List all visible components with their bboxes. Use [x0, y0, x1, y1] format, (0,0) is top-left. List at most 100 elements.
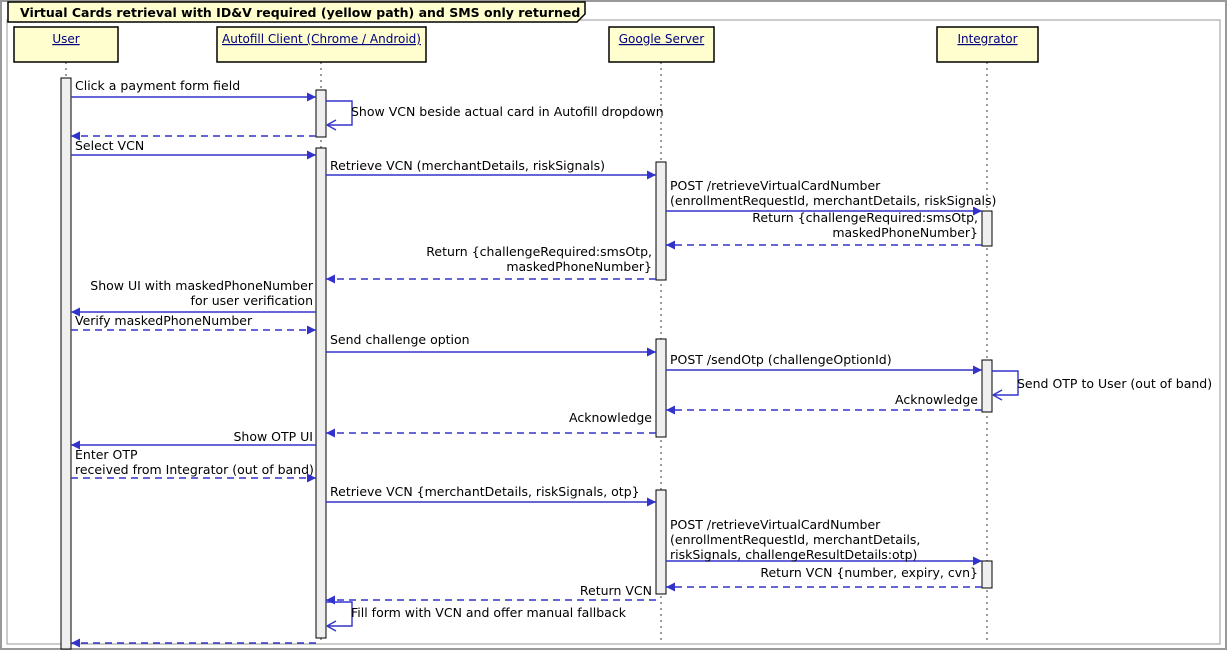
arrow-head	[973, 365, 982, 375]
message-label: Verify maskedPhoneNumber	[75, 313, 253, 328]
message-label: Send challenge option	[330, 332, 470, 347]
activation-bar-google	[655, 161, 667, 281]
message-label: Retrieve VCN (merchantDetails, riskSigna…	[330, 158, 605, 173]
arrow-head	[326, 274, 335, 284]
participant-label: Google Server	[619, 32, 705, 46]
participant-integrator[interactable]: Integrator	[936, 26, 1039, 63]
diagram-inner-frame	[6, 19, 1221, 645]
message-label: Return {challengeRequired:smsOtp,	[426, 244, 652, 259]
participant-label: Autofill Client (Chrome / Android)	[222, 32, 421, 46]
arrow-head-open	[326, 119, 337, 131]
participant-box[interactable]	[936, 26, 1039, 63]
message-m8: Return {challengeRequired:smsOtp,maskedP…	[326, 244, 656, 284]
message-m19: POST /retrieveVirtualCardNumber(enrollme…	[666, 517, 982, 566]
message-label: Show VCN beside actual card in Autofill …	[351, 104, 664, 119]
message-m23	[71, 638, 316, 648]
arrow-head	[647, 497, 656, 507]
message-m12: POST /sendOtp (challengeOptionId)	[666, 352, 982, 375]
activation-bar-integrator	[981, 560, 993, 589]
message-m6: POST /retrieveVirtualCardNumber(enrollme…	[666, 178, 996, 216]
message-m1: Click a payment form field	[71, 78, 316, 102]
message-label: POST /retrieveVirtualCardNumber	[670, 517, 881, 532]
arrow-head	[326, 428, 335, 438]
participant-user[interactable]: User	[13, 26, 119, 63]
message-m5: Retrieve VCN (merchantDetails, riskSigna…	[326, 158, 656, 180]
message-label: (enrollmentRequestId, merchantDetails,	[670, 532, 920, 547]
message-label: Show OTP UI	[233, 429, 313, 444]
participant-box[interactable]	[216, 26, 427, 63]
message-label: maskedPhoneNumber}	[832, 225, 978, 240]
message-m20: Return VCN {number, expiry, cvn}	[666, 565, 982, 592]
message-label: (enrollmentRequestId, merchantDetails, r…	[670, 193, 996, 208]
arrow-head-open	[992, 389, 1003, 401]
message-label: for user verification	[191, 293, 313, 308]
participant-autofill[interactable]: Autofill Client (Chrome / Android)	[216, 26, 427, 63]
participants-layer: User Autofill Client (Chrome / Android) Go…	[13, 26, 1039, 63]
message-label: Select VCN	[75, 138, 144, 153]
diagram-title-tab: Virtual Cards retrieval with ID&V requir…	[7, 1, 586, 23]
message-label: Send OTP to User (out of band)	[1017, 376, 1212, 391]
message-label: Acknowledge	[895, 392, 978, 407]
message-label: Retrieve VCN {merchantDetails, riskSigna…	[330, 484, 640, 499]
message-label: Click a payment form field	[75, 78, 240, 93]
diagram-title: Virtual Cards retrieval with ID&V requir…	[20, 5, 580, 20]
message-m11: Send challenge option	[326, 332, 656, 357]
arrow-head	[307, 92, 316, 102]
arrow-head	[71, 440, 80, 450]
activation-bar-integrator	[981, 210, 993, 247]
participant-box[interactable]	[13, 26, 119, 63]
activation-bar-google	[655, 338, 667, 438]
arrow-head	[71, 131, 80, 141]
message-label: Return VCN {number, expiry, cvn}	[760, 565, 978, 580]
message-m4	[71, 150, 316, 160]
message-m22: Fill form with VCN and offer manual fall…	[326, 601, 627, 632]
message-label: Enter OTP	[75, 447, 138, 462]
participant-label: User	[52, 32, 79, 46]
activation-bar-user	[60, 77, 72, 650]
self-message-line	[992, 370, 1019, 396]
message-m16: Show OTP UI	[71, 429, 316, 450]
self-message-line	[326, 100, 353, 126]
message-m10: Verify maskedPhoneNumber	[71, 313, 316, 335]
self-message-line	[326, 601, 353, 627]
arrow-head	[647, 347, 656, 357]
arrow-head-open	[326, 620, 337, 632]
message-label: maskedPhoneNumber}	[506, 259, 652, 274]
message-label: POST /retrieveVirtualCardNumber	[670, 178, 881, 193]
message-label: Acknowledge	[569, 410, 652, 425]
arrow-head	[666, 582, 675, 592]
arrow-head	[666, 405, 675, 415]
participant-label: Integrator	[957, 32, 1017, 46]
message-m3: Select VCN	[71, 131, 316, 153]
arrow-head	[307, 325, 316, 335]
message-m15: Acknowledge	[326, 410, 656, 438]
message-m13: Send OTP to User (out of band)	[992, 370, 1212, 401]
arrow-head	[666, 240, 675, 250]
activation-bar-autofill	[315, 89, 327, 138]
message-m2: Show VCN beside actual card in Autofill …	[326, 100, 664, 131]
message-label: riskSignals, challengeResultDetails:otp)	[670, 547, 917, 562]
message-label: Return VCN	[580, 583, 652, 598]
arrow-head	[973, 206, 982, 216]
activation-bar-integrator	[981, 359, 993, 413]
message-m14: Acknowledge	[666, 392, 982, 415]
activations-layer	[60, 77, 993, 650]
participant-box[interactable]	[608, 26, 715, 63]
message-label: received from Integrator (out of band)	[75, 462, 314, 477]
arrow-head	[307, 150, 316, 160]
arrow-head	[71, 638, 80, 648]
participant-google[interactable]: Google Server	[608, 26, 715, 63]
arrow-head	[71, 307, 80, 317]
activation-bar-autofill	[315, 147, 327, 639]
activation-bar-google	[655, 489, 667, 595]
message-label: Fill form with VCN and offer manual fall…	[351, 605, 627, 620]
message-m18: Retrieve VCN {merchantDetails, riskSigna…	[326, 484, 656, 507]
message-label: Return {challengeRequired:smsOtp,	[752, 210, 978, 225]
arrow-head	[647, 170, 656, 180]
message-m7: Return {challengeRequired:smsOtp,maskedP…	[666, 210, 982, 250]
